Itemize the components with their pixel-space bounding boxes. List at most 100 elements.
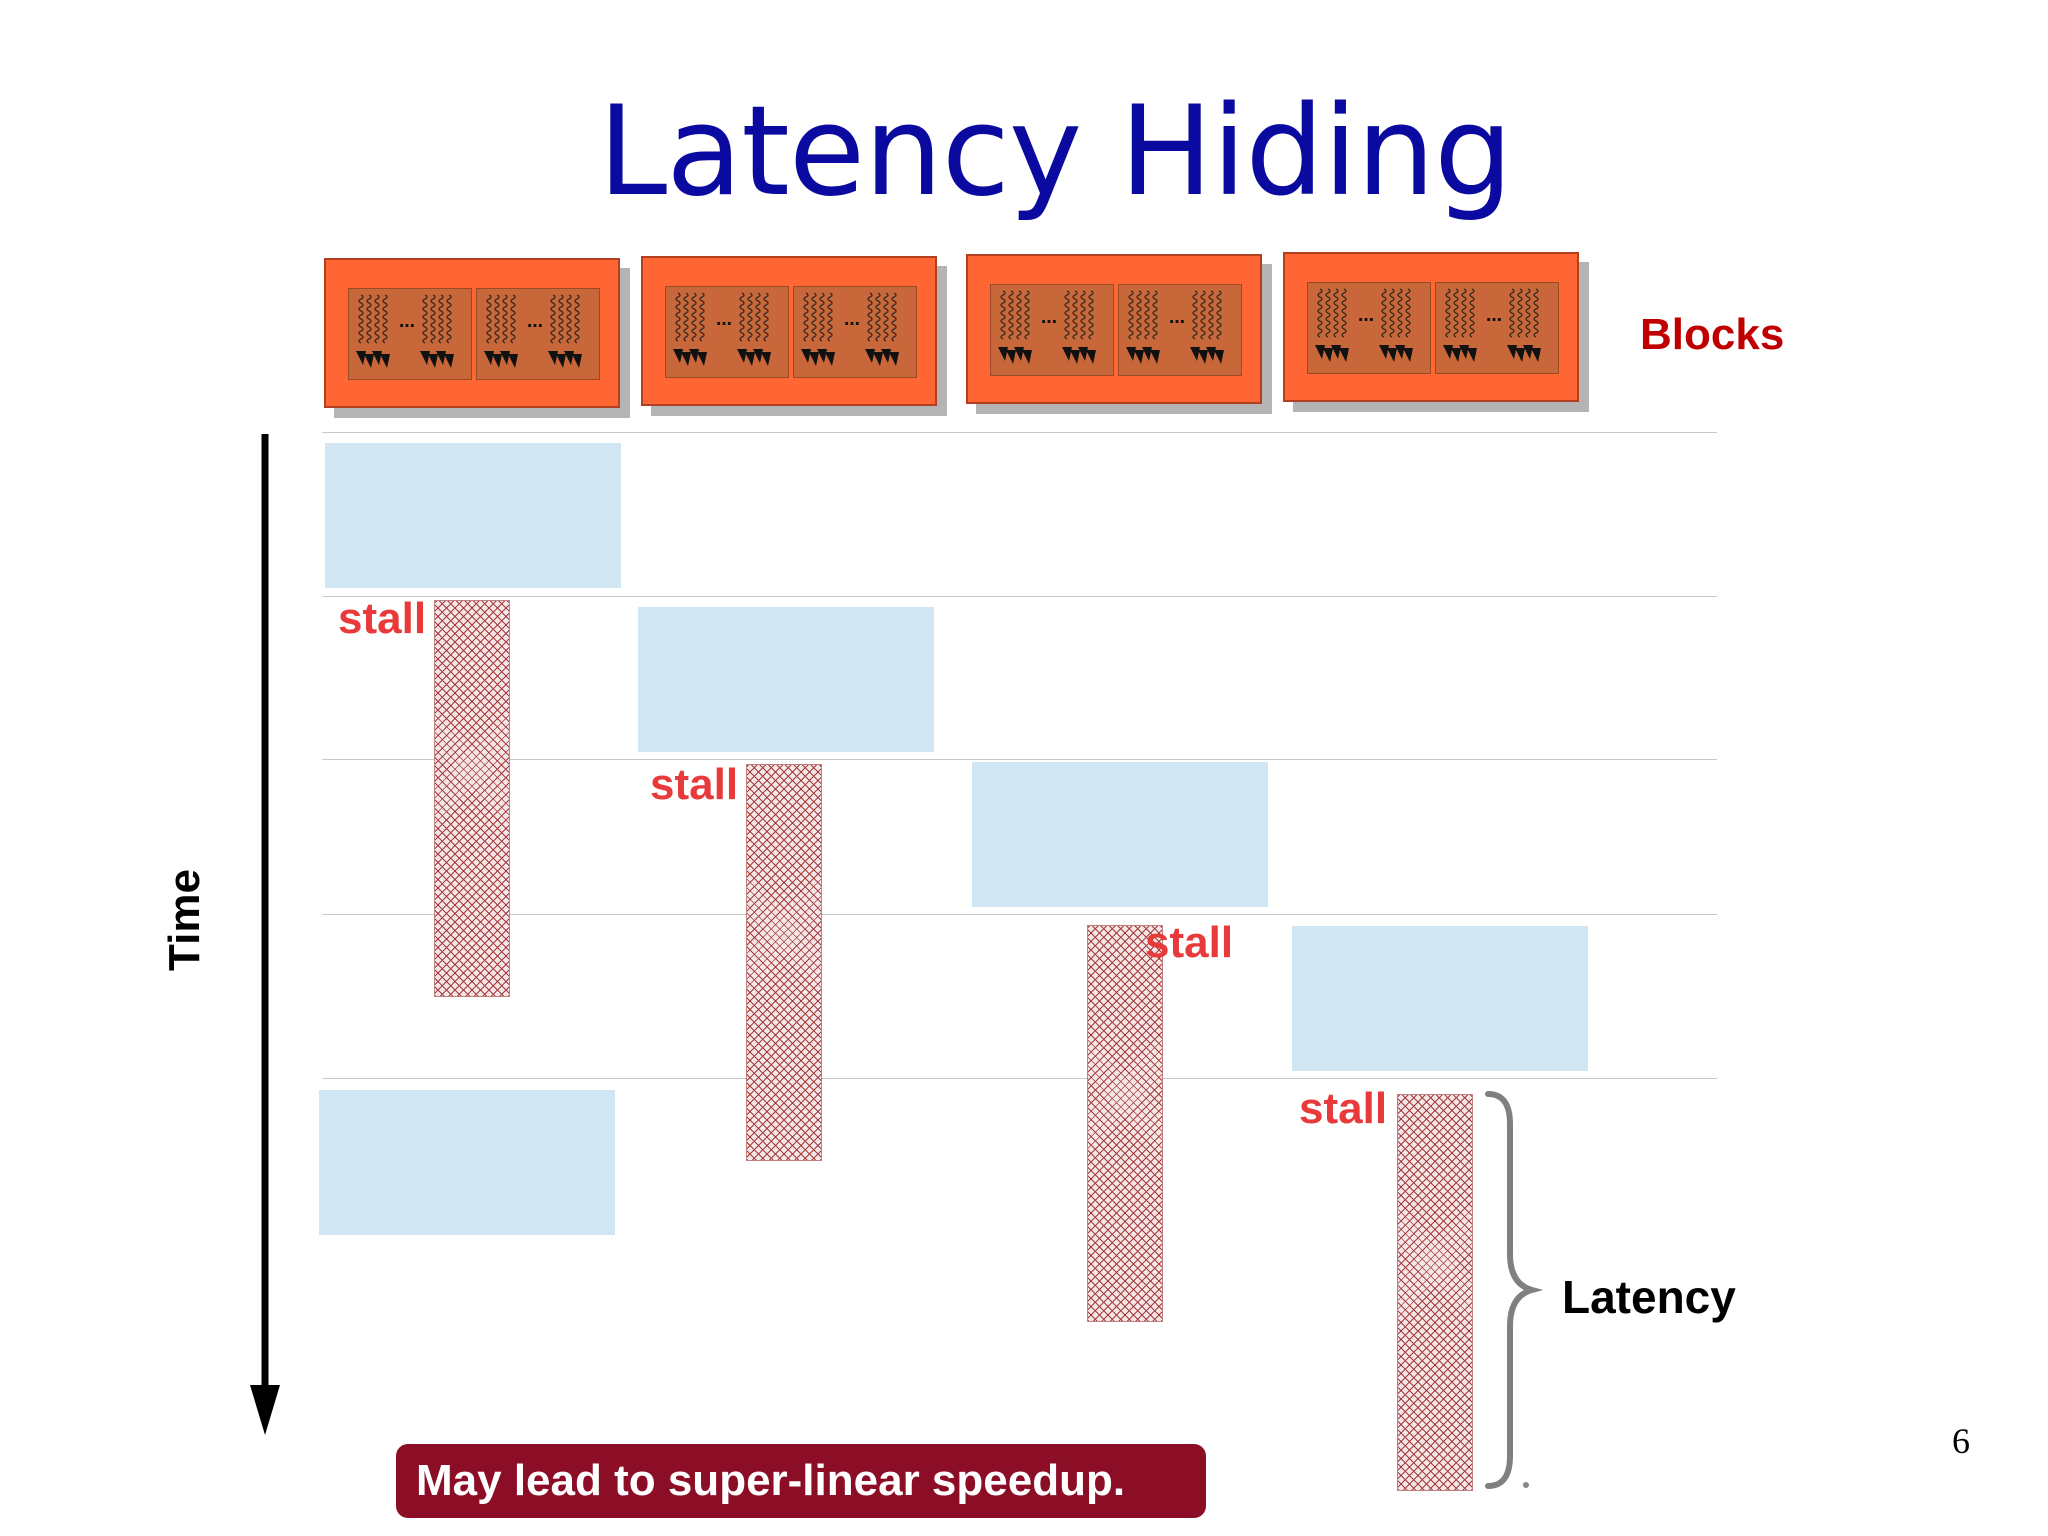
arrowhead-icon bbox=[1006, 350, 1016, 364]
arrowhead-icon bbox=[1062, 347, 1072, 361]
svg-text:…: … bbox=[527, 312, 543, 331]
arrowhead-icon bbox=[364, 354, 374, 368]
arrowhead-icon bbox=[825, 352, 835, 366]
arrowhead-icon bbox=[548, 351, 558, 365]
arrowhead-icon bbox=[1206, 347, 1216, 361]
execution-box-block-4 bbox=[1292, 926, 1588, 1071]
arrowhead-icon bbox=[564, 351, 574, 365]
svg-text:…: … bbox=[1358, 306, 1374, 325]
arrowhead-icon bbox=[444, 354, 454, 368]
arrowhead-icon bbox=[1459, 345, 1469, 359]
time-axis-arrow bbox=[250, 434, 280, 1435]
warp-threads-icon: … bbox=[1315, 288, 1413, 362]
arrowhead-icon bbox=[1395, 345, 1405, 359]
arrowhead-icon bbox=[1214, 350, 1224, 364]
arrowhead-icon bbox=[1022, 350, 1032, 364]
blocks-label: Blocks bbox=[1640, 310, 1785, 359]
arrowhead-icon bbox=[817, 349, 827, 363]
thread-block-1: … … bbox=[324, 258, 620, 408]
warp-icon: … bbox=[793, 286, 917, 378]
stall-bar-block-3 bbox=[1087, 925, 1163, 1322]
arrowhead-icon bbox=[673, 349, 683, 363]
arrowhead-icon bbox=[1315, 345, 1325, 359]
warp-icon: … bbox=[990, 284, 1114, 376]
execution-box-block-3 bbox=[972, 762, 1268, 907]
arrowhead-icon bbox=[1507, 345, 1517, 359]
execution-box-block-2 bbox=[638, 607, 934, 752]
time-divider bbox=[322, 1078, 1717, 1079]
arrowhead-icon bbox=[998, 347, 1008, 361]
execution-box-block-1 bbox=[325, 443, 621, 588]
stall-bar-block-4 bbox=[1397, 1094, 1473, 1491]
arrowhead-icon bbox=[508, 354, 518, 368]
arrowhead-icon bbox=[873, 352, 883, 366]
arrowhead-icon bbox=[1070, 350, 1080, 364]
arrowhead-icon bbox=[1523, 345, 1533, 359]
thread-block-4: … … bbox=[1283, 252, 1579, 402]
latency-label: Latency bbox=[1562, 1271, 1736, 1323]
arrowhead-icon bbox=[809, 352, 819, 366]
warp-threads-icon: … bbox=[998, 290, 1096, 364]
time-label: Time bbox=[160, 869, 209, 971]
arrowhead-icon bbox=[428, 354, 438, 368]
arrowhead-icon bbox=[753, 349, 763, 363]
arrowhead-icon bbox=[889, 352, 899, 366]
stall-label-block-4: stall bbox=[1299, 1084, 1388, 1133]
execution-box-block-1-resume bbox=[319, 1090, 615, 1235]
page-number: 6 bbox=[1952, 1421, 1970, 1461]
arrowhead-icon bbox=[681, 352, 691, 366]
arrowhead-icon bbox=[1467, 348, 1477, 362]
stall-label-block-2: stall bbox=[650, 760, 739, 809]
warp-threads-icon: … bbox=[673, 292, 771, 366]
svg-text:…: … bbox=[1169, 308, 1185, 327]
arrowhead-icon bbox=[1150, 350, 1160, 364]
arrowhead-icon bbox=[556, 354, 566, 368]
arrowhead-icon bbox=[436, 351, 446, 365]
slide-title: Latency Hiding bbox=[598, 80, 1513, 224]
arrowhead-icon bbox=[1323, 348, 1333, 362]
arrowhead-icon bbox=[1387, 348, 1397, 362]
arrowhead-icon bbox=[1339, 348, 1349, 362]
stall-bar-block-2 bbox=[746, 764, 822, 1161]
arrowhead-icon bbox=[1086, 350, 1096, 364]
speedup-callout: May lead to super-linear speedup. bbox=[396, 1444, 1206, 1518]
arrowhead-icon bbox=[500, 351, 510, 365]
arrowhead-icon bbox=[372, 351, 382, 365]
arrowhead-icon bbox=[1078, 347, 1088, 361]
time-divider bbox=[322, 759, 1717, 760]
arrowhead-icon bbox=[1443, 345, 1453, 359]
arrowhead-icon bbox=[1451, 348, 1461, 362]
svg-text:…: … bbox=[716, 310, 732, 329]
warp-icon: … bbox=[665, 286, 789, 378]
arrowhead-icon bbox=[689, 349, 699, 363]
svg-text:…: … bbox=[1486, 306, 1502, 325]
time-divider bbox=[322, 914, 1717, 915]
arrowhead-icon bbox=[1014, 347, 1024, 361]
svg-text:…: … bbox=[844, 310, 860, 329]
stall-label-block-3: stall bbox=[1145, 918, 1234, 967]
warp-icon: … bbox=[1435, 282, 1559, 374]
arrowhead-icon bbox=[1142, 347, 1152, 361]
arrowhead-icon bbox=[1515, 348, 1525, 362]
warp-threads-icon: … bbox=[356, 294, 454, 368]
arrowhead-icon bbox=[881, 349, 891, 363]
arrowhead-icon bbox=[1379, 345, 1389, 359]
warp-icon: … bbox=[1307, 282, 1431, 374]
arrowhead-icon bbox=[761, 352, 771, 366]
arrowhead-icon bbox=[1198, 350, 1208, 364]
latency-brace-icon bbox=[1485, 1091, 1544, 1489]
arrowhead-icon bbox=[1134, 350, 1144, 364]
arrowhead-icon bbox=[1126, 347, 1136, 361]
warp-threads-icon: … bbox=[801, 292, 899, 366]
arrowhead-icon bbox=[380, 354, 390, 368]
arrowhead-icon bbox=[420, 351, 430, 365]
arrowhead-icon bbox=[1403, 348, 1413, 362]
arrowhead-icon bbox=[1531, 348, 1541, 362]
thread-block-2: … … bbox=[641, 256, 937, 406]
svg-text:…: … bbox=[1041, 308, 1057, 327]
arrowhead-icon bbox=[801, 349, 811, 363]
arrowhead-icon bbox=[492, 354, 502, 368]
warp-icon: … bbox=[476, 288, 600, 380]
arrowhead-icon bbox=[484, 351, 494, 365]
time-divider bbox=[322, 596, 1717, 597]
